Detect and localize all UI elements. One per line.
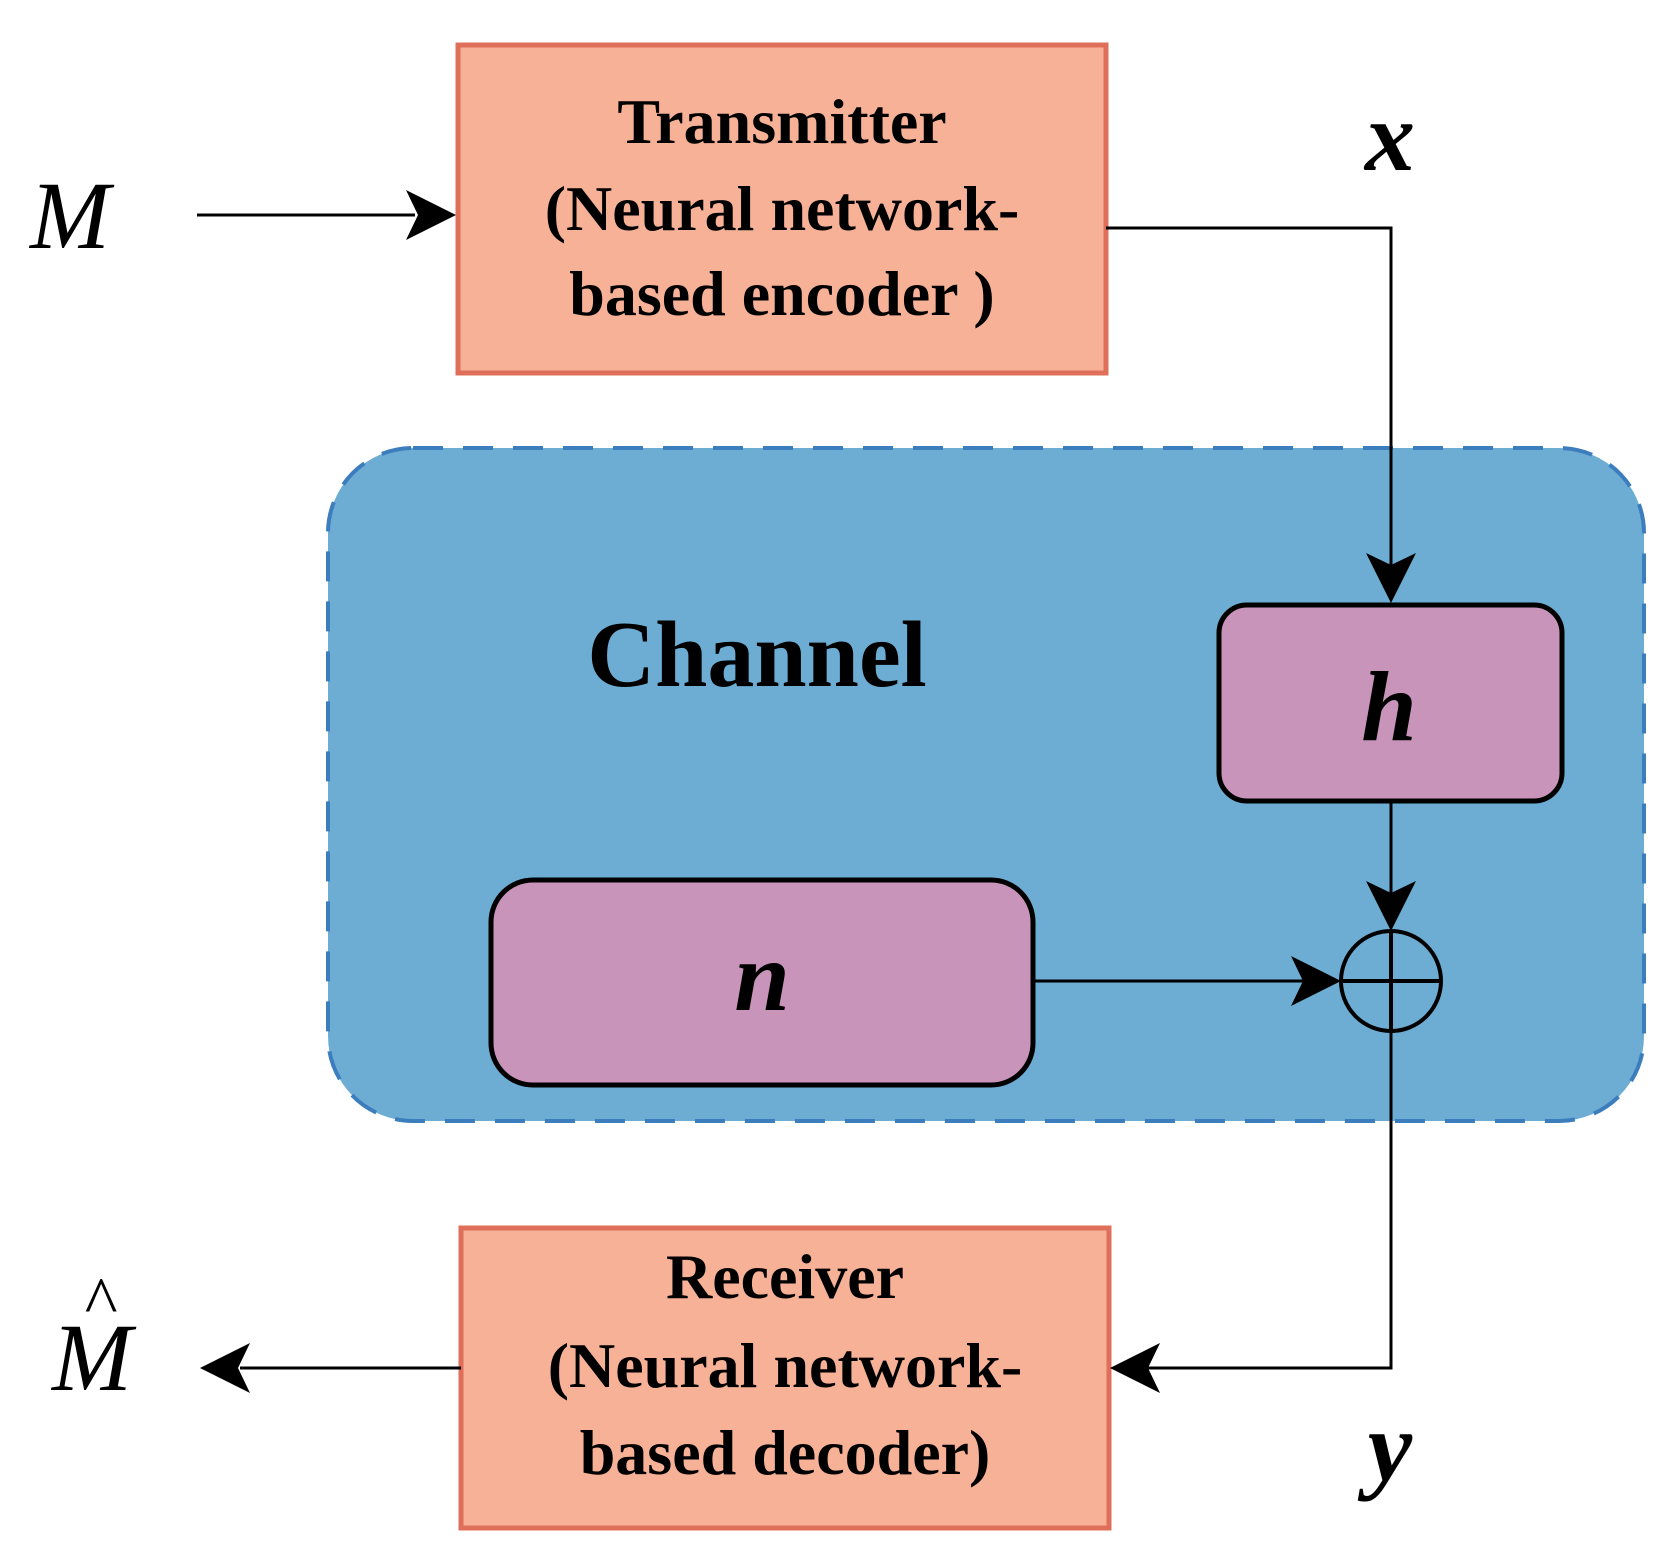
transmitted-signal-wire bbox=[1106, 226, 1393, 565]
transmitter-block: Transmitter (Neural network- based encod… bbox=[455, 42, 1109, 376]
transmitter-title: Transmitter bbox=[617, 86, 946, 157]
transmitted-signal-label: x bbox=[1363, 81, 1415, 192]
receiver-block: Receiver (Neural network- based decoder) bbox=[458, 1225, 1112, 1531]
transmitter-subtitle-line1: (Neural network- bbox=[545, 173, 1020, 244]
output-symbol: M bbox=[50, 1304, 137, 1411]
receiver-subtitle-line2: based decoder) bbox=[580, 1417, 991, 1488]
received-signal-arrowhead bbox=[1110, 1343, 1160, 1393]
channel-title: Channel bbox=[587, 603, 927, 707]
noise-label: n bbox=[734, 921, 790, 1032]
transmitted-signal-arrowhead bbox=[1366, 553, 1416, 603]
output-hat-accent: ^ bbox=[83, 1264, 117, 1341]
received-signal-label: y bbox=[1357, 1391, 1413, 1502]
receiver-box bbox=[458, 1225, 1112, 1531]
input-arrowhead bbox=[406, 190, 456, 240]
noise-block: n bbox=[488, 877, 1036, 1088]
adder-node bbox=[1339, 929, 1443, 1033]
transmitter-subtitle-line2: based encoder ) bbox=[569, 258, 994, 329]
fading-block: h bbox=[1216, 602, 1565, 804]
fading-to-adder-arrowhead bbox=[1366, 881, 1416, 931]
transmitter-box bbox=[455, 42, 1109, 376]
output-arrowhead bbox=[200, 1343, 250, 1393]
receiver-subtitle-line1: (Neural network- bbox=[548, 1330, 1023, 1401]
input-symbol: M bbox=[28, 162, 115, 269]
fading-label: h bbox=[1361, 651, 1417, 762]
receiver-title: Receiver bbox=[666, 1241, 904, 1312]
received-signal-wire bbox=[1148, 1031, 1393, 1370]
noise-to-adder-arrowhead bbox=[1291, 956, 1341, 1006]
